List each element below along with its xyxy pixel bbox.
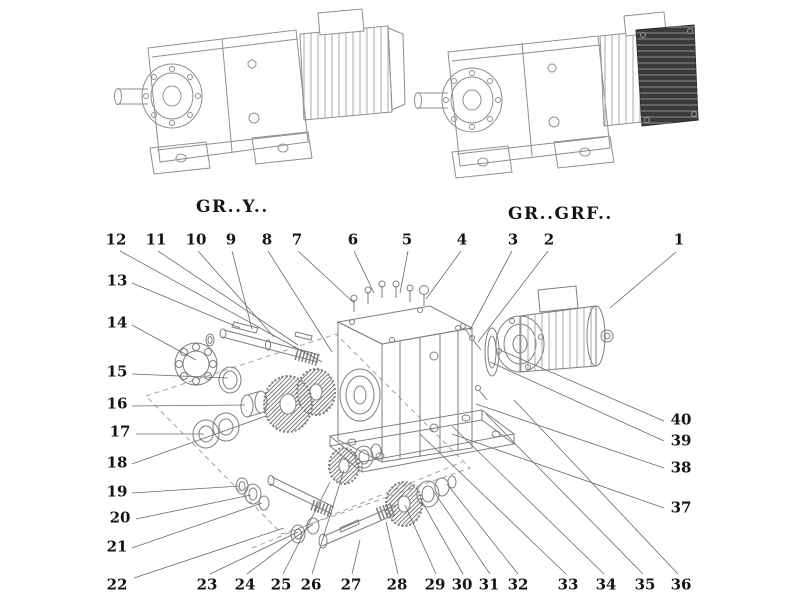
shaft-key: [231, 321, 259, 334]
callout-34: 34: [595, 575, 617, 594]
callout-37: 37: [670, 498, 692, 517]
callout-26: 26: [300, 575, 322, 594]
housing-bolts: [350, 280, 429, 312]
callout-6: 6: [347, 230, 359, 249]
callout-30: 30: [451, 575, 473, 594]
callout-13: 13: [106, 271, 128, 290]
callout-20: 20: [109, 508, 131, 527]
callout-28: 28: [386, 575, 408, 594]
callout-3: 3: [507, 230, 519, 249]
fan-cover: [635, 24, 699, 127]
callout-33: 33: [557, 575, 579, 594]
roller-bearing: [174, 342, 218, 386]
callout-35: 35: [634, 575, 656, 594]
eye-bolt: [419, 285, 429, 295]
assembled-view-gr-grf: [414, 11, 699, 179]
callout-9: 9: [225, 230, 237, 249]
callout-24: 24: [234, 575, 256, 594]
callout-12: 12: [105, 230, 127, 249]
callout-1: 1: [673, 230, 685, 249]
callout-8: 8: [261, 230, 273, 249]
callout-18: 18: [106, 453, 128, 472]
callout-31: 31: [478, 575, 500, 594]
callout-23: 23: [196, 575, 218, 594]
output-key: [339, 519, 360, 533]
output-shaft-group: [290, 475, 457, 549]
callout-39: 39: [670, 431, 692, 450]
first-stage-gears: [263, 368, 336, 433]
callout-36: 36: [670, 575, 692, 594]
callout-21: 21: [106, 537, 128, 556]
assembly-axis-lines: [145, 333, 471, 549]
callout-27: 27: [340, 575, 362, 594]
callout-19: 19: [106, 482, 128, 501]
input-shaft-group: [205, 321, 321, 366]
callout-32: 32: [507, 575, 529, 594]
callout-38: 38: [670, 458, 692, 477]
leader-lines: [119, 250, 679, 579]
motor-group: [460, 285, 614, 401]
callout-10: 10: [185, 230, 207, 249]
callout-16: 16: [106, 394, 128, 413]
callout-40: 40: [670, 410, 692, 429]
callout-22: 22: [106, 575, 128, 594]
callout-5: 5: [401, 230, 413, 249]
callout-25: 25: [270, 575, 292, 594]
callout-15: 15: [106, 362, 128, 381]
callout-2: 2: [543, 230, 555, 249]
second-stage-washers: [235, 477, 270, 511]
callout-17: 17: [109, 422, 131, 441]
callout-11: 11: [145, 230, 167, 249]
assembled-view-gr-y: [114, 8, 406, 175]
callout-4: 4: [456, 230, 468, 249]
callout-29: 29: [424, 575, 446, 594]
rings-and-spacers: [192, 366, 268, 449]
model-label-gr-grf: GR..GRF..: [508, 204, 613, 224]
callout-14: 14: [106, 313, 128, 332]
callout-7: 7: [291, 230, 303, 249]
second-stage-pinion: [267, 443, 382, 518]
model-label-gr-y: GR..Y..: [196, 197, 269, 217]
exploded-view: [119, 250, 679, 579]
